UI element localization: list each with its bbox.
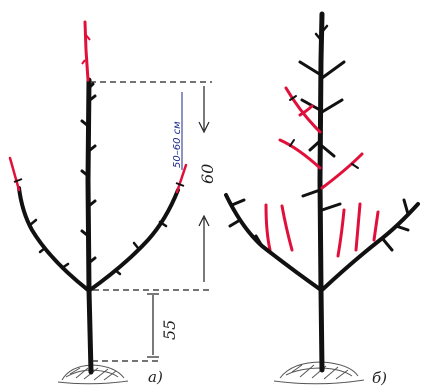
left-caption: а) — [148, 368, 163, 386]
left-leader-tip-pruned — [83, 20, 90, 82]
right-caption: б) — [372, 369, 387, 387]
left-trunk-buds — [80, 82, 97, 264]
left-tree — [8, 20, 188, 385]
dim-upper-arrow-down-icon — [198, 121, 210, 134]
left-scaffold-branch-left-tip-pruned — [8, 156, 21, 192]
side-note: 50–60 см — [172, 121, 183, 168]
left-trunk — [85, 77, 94, 375]
right-soil-mound — [273, 361, 365, 385]
dimension-lines — [90, 81, 212, 362]
dim-upper-label: 60 — [198, 164, 217, 184]
dim-upper-arrow-up-icon — [198, 214, 210, 227]
right-scaffold-branch-left — [224, 193, 323, 292]
left-scaffold-branch-right-tip-pruned — [175, 163, 188, 194]
right-pruned-shoots — [264, 86, 380, 258]
dim-lower-label: 55 — [160, 320, 179, 340]
left-scaffold-branch-left — [17, 186, 90, 292]
left-scaffold-branch-right — [88, 188, 180, 292]
right-tree — [224, 11, 420, 385]
right-trunk — [317, 11, 325, 373]
right-scaffold-branch-right — [320, 202, 420, 292]
